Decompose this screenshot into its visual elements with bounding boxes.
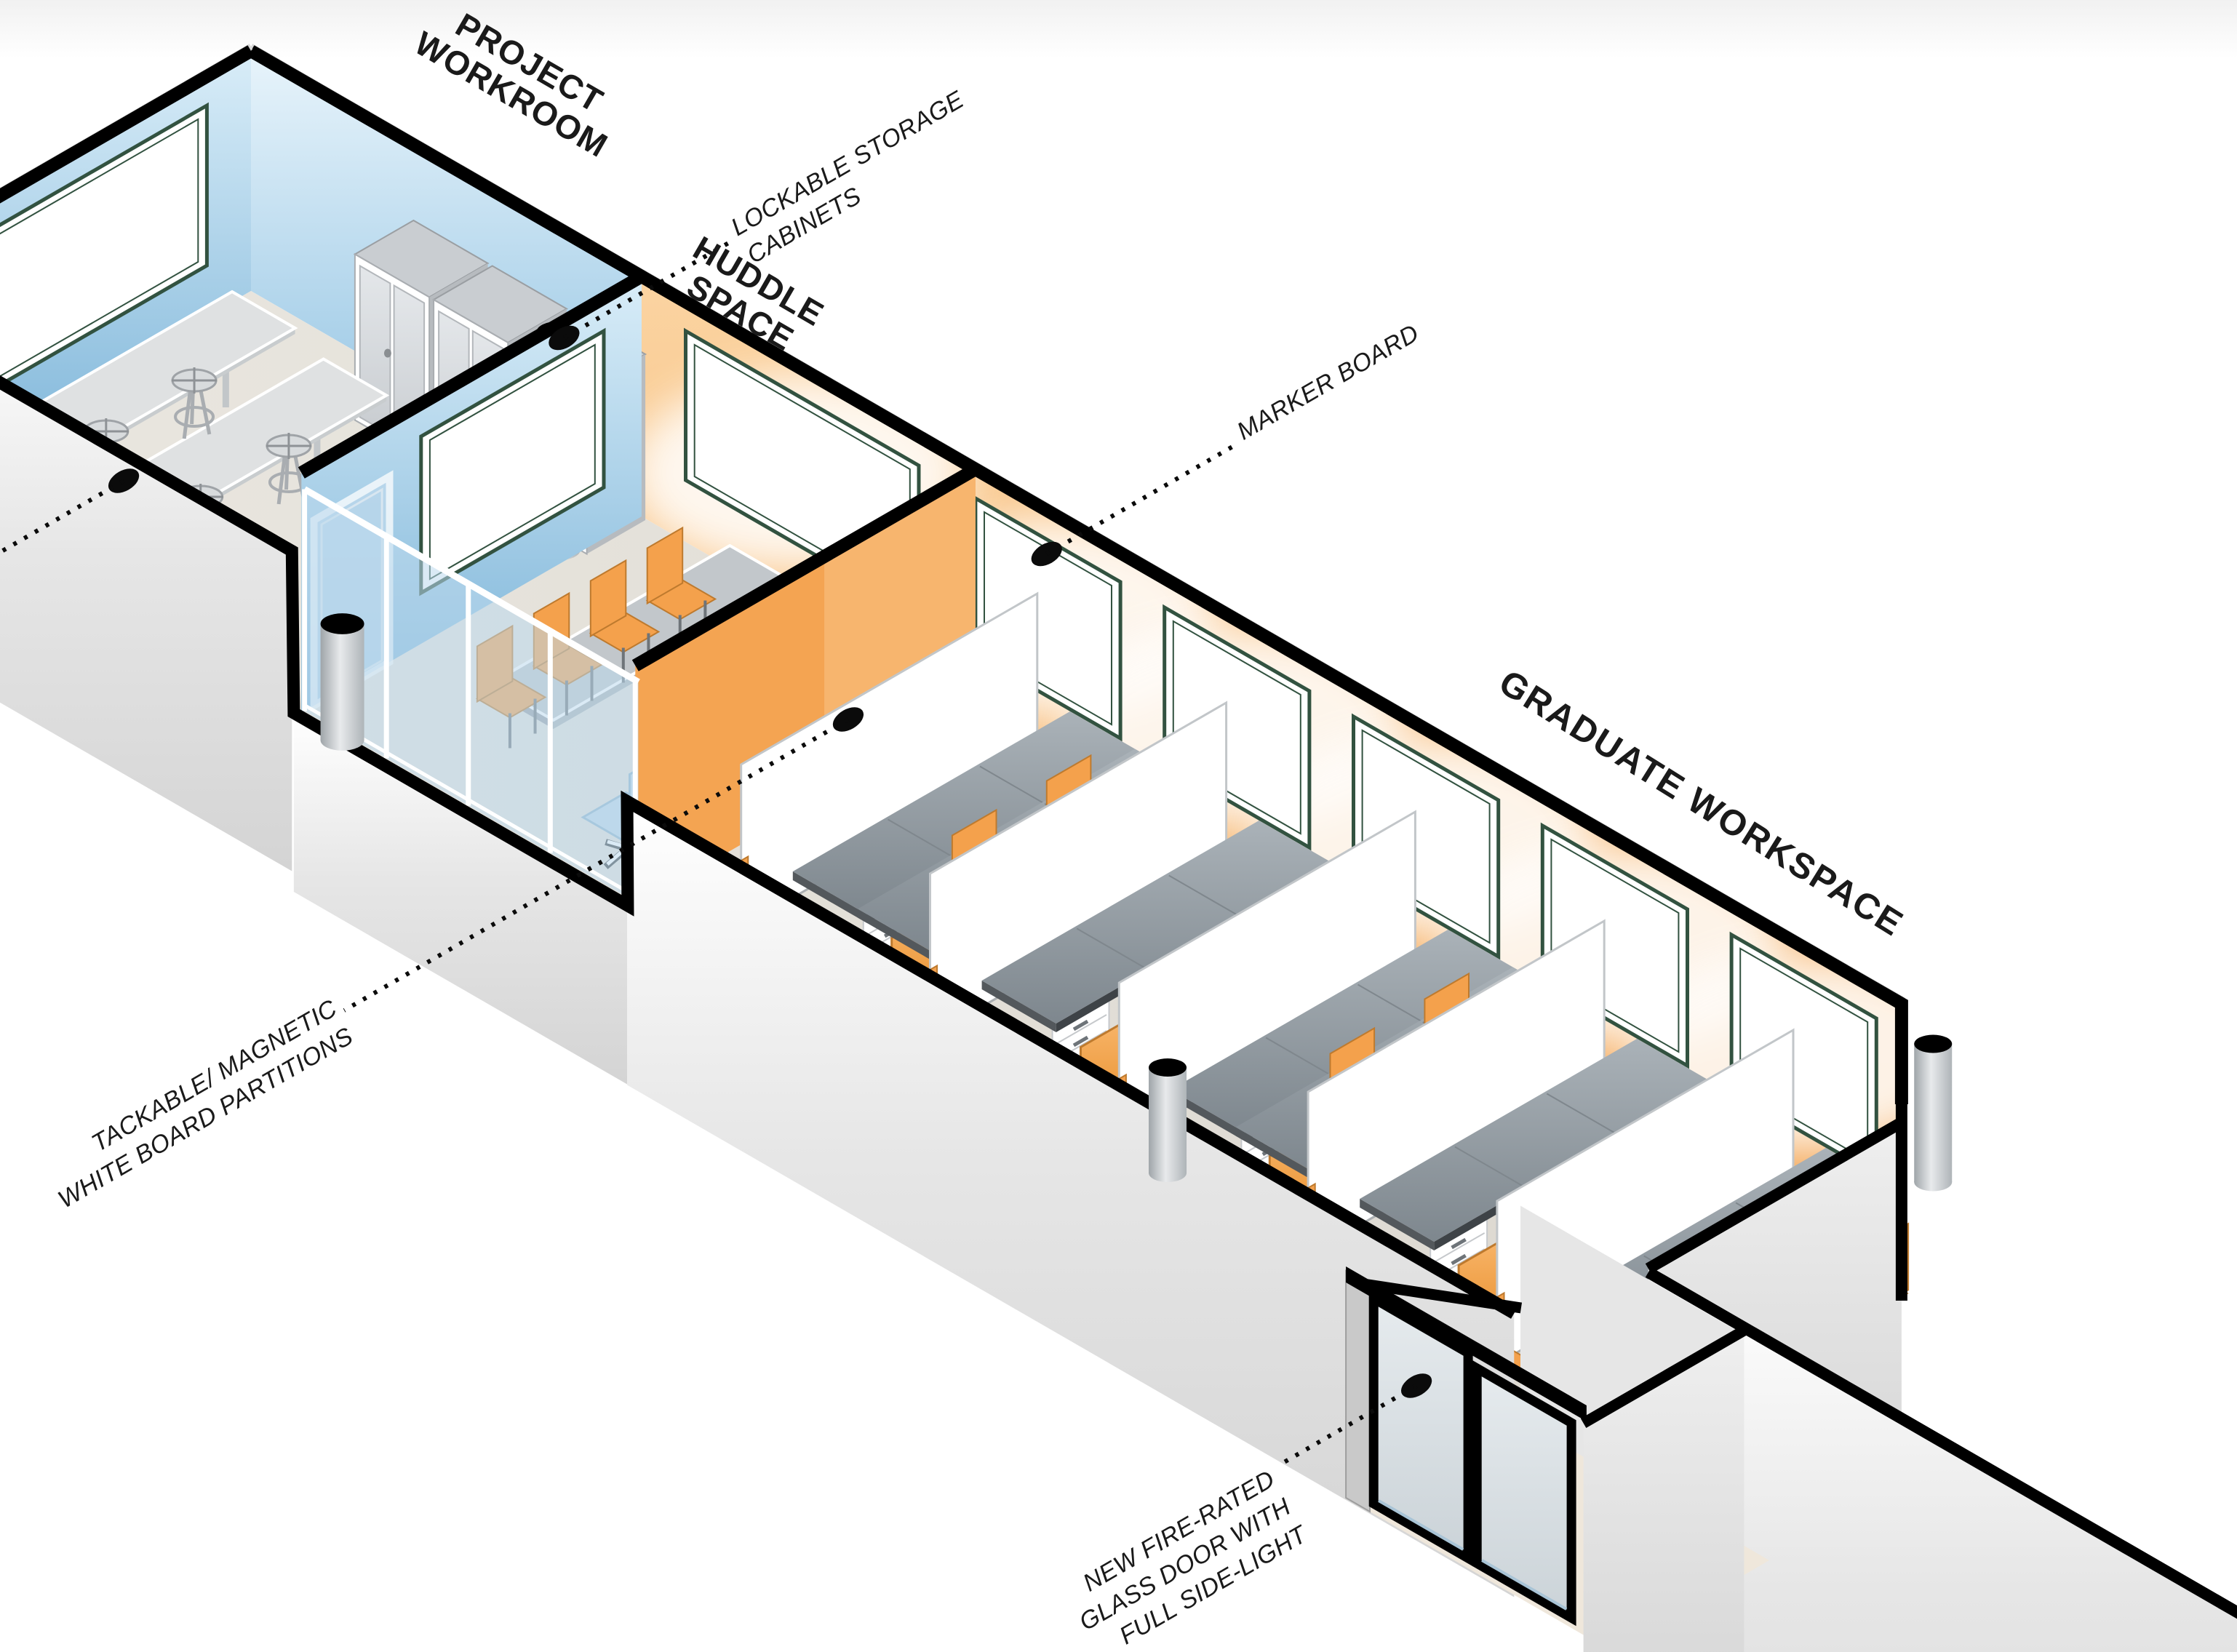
chair-back xyxy=(646,526,684,605)
marker-board-face xyxy=(1540,822,1689,1069)
front-cut-line xyxy=(0,375,1518,1319)
vestibule-left-cut-edge xyxy=(1363,1278,1523,1314)
marker-board xyxy=(1352,713,1501,960)
right-exterior-cut-line xyxy=(1645,1267,2237,1619)
glass-top-rail xyxy=(303,486,640,685)
stool-ring xyxy=(174,406,215,428)
entry-vestibule xyxy=(1345,1205,1770,1652)
marker-board-face xyxy=(1163,604,1312,851)
marker-board-face xyxy=(1352,713,1501,960)
desk-edge-end xyxy=(792,871,867,923)
leader-line-door xyxy=(1283,1384,1418,1464)
top-haze xyxy=(0,0,2237,58)
stool-leg xyxy=(198,388,212,435)
side-light-bottom-rail xyxy=(1481,1559,1568,1611)
desk-edge-end xyxy=(1360,1199,1435,1250)
cross-wall-cut-line xyxy=(631,463,979,671)
column xyxy=(1149,1058,1187,1182)
vestibule-right-wall xyxy=(1583,1330,1744,1652)
column-cut-top xyxy=(1149,1058,1187,1077)
drawer-handle xyxy=(1451,1253,1467,1266)
marker-board xyxy=(1540,822,1689,1069)
drawer-line xyxy=(1432,1232,1486,1264)
column-base xyxy=(1914,1173,1953,1192)
desk-edge-end xyxy=(981,981,1056,1032)
column xyxy=(1914,1034,1953,1192)
side-light-frame-and-glass xyxy=(1472,1360,1576,1627)
column-shaft xyxy=(320,623,364,741)
project-workroom xyxy=(0,44,255,436)
keyhole xyxy=(383,348,391,358)
drawer-handle xyxy=(1072,1035,1089,1048)
full-side-light xyxy=(1472,1360,1576,1627)
cross-wall-cut-line xyxy=(298,271,645,479)
column xyxy=(320,613,364,751)
end-wall-cut-line xyxy=(0,45,255,204)
right-exterior-wall xyxy=(1648,1272,2237,1652)
side-chair xyxy=(645,526,717,650)
desk-seam xyxy=(979,765,1050,807)
workroom-front-apron xyxy=(0,382,292,871)
desk-seam xyxy=(1076,927,1147,970)
desk-top xyxy=(1171,930,1523,1133)
marker-board-inner-frame xyxy=(1172,620,1301,835)
vestibule-right-cut-line xyxy=(1580,1325,1747,1428)
marker-board-face xyxy=(0,102,209,388)
desk-seam xyxy=(1454,1146,1525,1188)
desk-seam xyxy=(1357,983,1428,1026)
back-wall-cut-line xyxy=(247,45,1908,1104)
drawer-handle xyxy=(1451,1237,1467,1250)
front-cut-walls xyxy=(0,375,1518,1597)
stool-leg xyxy=(182,389,192,439)
drawer-handle xyxy=(1072,1019,1089,1031)
column-shaft xyxy=(1149,1067,1187,1173)
column-base xyxy=(320,730,364,751)
desk-seam xyxy=(888,818,958,861)
door-bottom-rail xyxy=(1378,1499,1464,1551)
desk-top xyxy=(1360,1039,1712,1242)
marker-board-inner-frame xyxy=(0,118,199,378)
marker-board xyxy=(0,102,209,388)
leader-line-table-clipped xyxy=(0,479,125,555)
desk-edge-end xyxy=(1235,1127,1310,1179)
chair-back xyxy=(589,559,627,638)
column-cut-top xyxy=(320,613,364,634)
desk-top xyxy=(981,821,1333,1023)
stool xyxy=(171,367,218,439)
huddle-front-apron xyxy=(293,713,628,1085)
marker-board-inner-frame xyxy=(984,511,1112,726)
end-wall-cut-line xyxy=(1645,1117,1905,1274)
marker-board xyxy=(1163,604,1312,851)
desk-top xyxy=(792,711,1144,914)
leader-line-partitions xyxy=(343,717,850,1013)
desk-edge-end xyxy=(858,909,933,961)
desk-edge-end xyxy=(1171,1090,1245,1141)
vestibule-front-cut-band xyxy=(1346,1266,1587,1421)
marker-board-inner-frame xyxy=(1550,838,1680,1053)
column-cut-top xyxy=(1914,1034,1953,1053)
desk-seam xyxy=(1168,874,1239,917)
desk-seam xyxy=(1546,1093,1617,1135)
huddle-glass-partition xyxy=(302,486,640,904)
stool-leg xyxy=(276,455,287,505)
leader-lines xyxy=(0,240,1432,1464)
graduate-front-apron xyxy=(627,801,1515,1597)
column-base xyxy=(1149,1164,1187,1182)
desk-seam xyxy=(1265,1037,1336,1079)
marker-board-inner-frame xyxy=(1361,729,1491,944)
door-jamb xyxy=(1345,1269,1371,1513)
drawer-line xyxy=(1054,1014,1107,1045)
column-shaft xyxy=(1914,1044,1953,1182)
